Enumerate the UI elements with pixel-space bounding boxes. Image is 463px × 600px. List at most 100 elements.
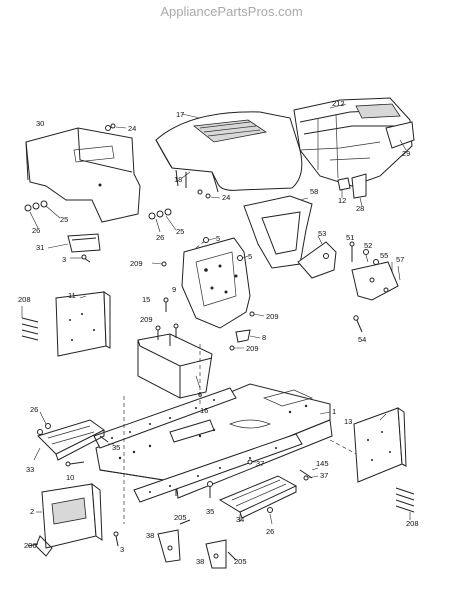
callout-3b: 3: [120, 545, 124, 554]
part-24-screws-upper[interactable]: [105, 123, 127, 131]
callout-9: 9: [172, 285, 176, 294]
part-31-bracket[interactable]: [47, 233, 101, 253]
callout-28: 28: [356, 204, 364, 213]
part-35-bolt-left[interactable]: [99, 435, 114, 445]
callout-34: 34: [236, 515, 244, 524]
callout-3: 3: [62, 255, 66, 264]
callout-209b: 209: [266, 312, 279, 321]
callout-11: 11: [68, 291, 76, 300]
part-29-headlight-lens[interactable]: [385, 121, 415, 151]
callout-205b: 205: [234, 557, 247, 566]
callout-31: 31: [36, 243, 44, 252]
part-1-frame-side-rail-left[interactable]: [93, 387, 237, 449]
callout-15: 15: [142, 295, 150, 304]
callout-205: 205: [174, 513, 187, 522]
watermark: AppliancePartsPros.com: [160, 4, 303, 19]
callout-33: 33: [26, 465, 34, 474]
part-25-26-bolts-right[interactable]: [148, 208, 177, 233]
part-205-spring-b[interactable]: [227, 551, 237, 561]
callout-labels: 30 24 17 212 29 18 24 58 12 28 25 26 25 …: [18, 99, 419, 566]
part-13-side-panel-right[interactable]: [353, 407, 407, 483]
part-24-screws-lower[interactable]: [197, 189, 221, 199]
callout-12: 12: [338, 196, 346, 205]
part-58-hood-support[interactable]: [243, 195, 313, 269]
callout-35b: 35: [206, 507, 214, 516]
callout-53: 53: [318, 229, 326, 238]
callout-16: 16: [200, 406, 208, 415]
part-38-bracket-b[interactable]: [205, 539, 227, 569]
callout-29: 29: [402, 149, 410, 158]
part-54-bolt[interactable]: [353, 315, 363, 333]
callout-58: 58: [310, 187, 318, 196]
callout-17: 17: [176, 110, 184, 119]
part-57-hood-bracket[interactable]: [351, 261, 401, 301]
callout-2: 2: [30, 507, 34, 516]
callout-10: 10: [66, 473, 74, 482]
part-212-grille[interactable]: [293, 97, 413, 187]
part-11-side-panel-left[interactable]: [55, 291, 111, 357]
part-33-footrest-left[interactable]: [33, 419, 105, 461]
callout-208: 208: [18, 295, 31, 304]
callout-52: 52: [364, 241, 372, 250]
part-38-bracket-a[interactable]: [157, 529, 181, 563]
part-145-bolt[interactable]: [299, 467, 319, 479]
part-17-hood[interactable]: [155, 111, 303, 193]
part-frame-brace[interactable]: [169, 419, 215, 443]
callout-51: 51: [346, 233, 354, 242]
callout-6: 6: [198, 390, 202, 399]
part-1-frame-side-rail-lower[interactable]: [133, 433, 303, 503]
part-12-nut[interactable]: [337, 177, 351, 198]
part-34-footrest-right[interactable]: [218, 475, 298, 522]
callout-38: 38: [146, 531, 154, 540]
callout-30: 30: [36, 119, 44, 128]
part-26-washer-right[interactable]: [267, 507, 273, 525]
callout-209: 209: [130, 259, 143, 268]
callout-5b: 5: [248, 252, 252, 261]
part-51-bolt[interactable]: [349, 241, 355, 262]
part-15-screw[interactable]: [163, 297, 169, 312]
part-208-screws-right[interactable]: [395, 487, 415, 520]
callout-35: 35: [112, 443, 120, 452]
part-10-pin[interactable]: [65, 461, 85, 467]
callout-26: 26: [32, 226, 40, 235]
callout-24: 24: [128, 124, 136, 133]
part-208-screws-left[interactable]: [21, 306, 39, 341]
part-26-washers-left[interactable]: [37, 411, 51, 435]
part-9-dash-panel[interactable]: [181, 237, 251, 329]
callout-5: 5: [216, 234, 220, 243]
callout-209d: 209: [246, 344, 259, 353]
part-205-spring-a[interactable]: [179, 519, 191, 525]
part-28-bracket[interactable]: [351, 173, 367, 207]
callout-145: 145: [316, 459, 329, 468]
part-53-pivot-bracket[interactable]: [297, 235, 337, 279]
part-6-support-tray[interactable]: [137, 333, 213, 399]
part-30-rear-fender[interactable]: [25, 127, 141, 223]
callout-26d: 26: [266, 527, 274, 536]
callout-24b: 24: [222, 193, 230, 202]
part-37-screws[interactable]: [247, 459, 319, 481]
part-35-bolt-right[interactable]: [207, 481, 213, 499]
part-52-spacer[interactable]: [363, 249, 369, 263]
callout-209c: 209: [140, 315, 153, 324]
part-3-screw-lower[interactable]: [113, 531, 119, 547]
callout-1: 1: [332, 407, 336, 416]
part-2-front-bracket[interactable]: [35, 482, 103, 557]
callout-26b: 26: [156, 233, 164, 242]
part-209-screws-tray[interactable]: [155, 323, 179, 340]
part-5-screws[interactable]: [203, 237, 249, 261]
callout-55: 55: [380, 251, 388, 260]
callout-37b: 37: [320, 471, 328, 480]
part-3-screw-upper[interactable]: [70, 254, 91, 263]
part-206-screw[interactable]: [27, 543, 39, 547]
callout-38b: 38: [196, 557, 204, 566]
callout-212: 212: [332, 99, 345, 108]
callout-208b: 208: [406, 519, 419, 528]
part-8-clip[interactable]: [235, 329, 261, 343]
callout-25b: 25: [176, 227, 184, 236]
part-209-screws[interactable]: [151, 261, 265, 351]
callout-37: 37: [256, 459, 264, 468]
callout-206: 206: [24, 541, 37, 550]
callout-26c: 26: [30, 405, 38, 414]
part-25-26-bolts-left[interactable]: [24, 200, 61, 229]
